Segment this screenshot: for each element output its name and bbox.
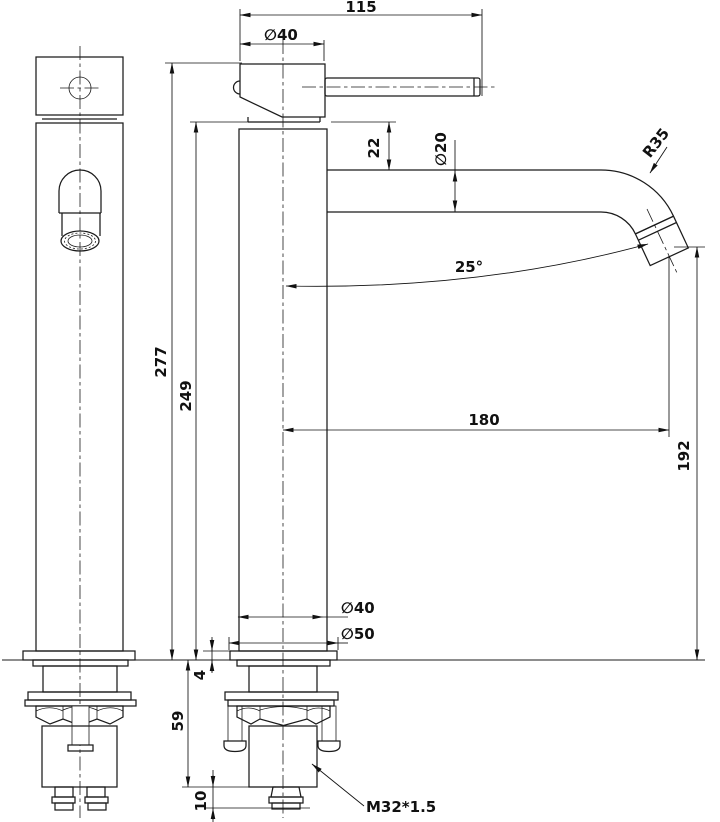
base-collar-side [236,659,331,667]
hex-nut-side [236,705,331,727]
dim-shank-length-label: 59 [169,711,187,732]
hose-connector-left [51,786,76,811]
spout-side [327,169,690,276]
base-assembly-front [22,650,137,811]
mounting-bolt-right [317,705,341,753]
dim-spout-drop-label: 22 [365,138,383,159]
washer-plate-1 [27,691,132,701]
dim-body-height-label: 249 [177,380,195,411]
dim-spout-diameter-label: ∅20 [432,132,450,166]
washer-plate-1-side [224,691,339,701]
dim-top-width-label: 115 [345,0,376,16]
base-flange-front [22,650,136,661]
hose-connector-side [268,786,304,810]
side-view [223,40,690,818]
base-flange-side [229,650,338,661]
dim-flange-thickness-label: 4 [191,670,209,680]
aerator-inner [67,234,93,248]
dim-spout-angle-label: 25° [455,258,483,276]
front-view [22,46,137,818]
washer-plate-2-side [227,699,335,707]
aerator-outer [60,230,100,252]
washer-plate-2 [24,699,137,707]
spout-front [58,169,102,252]
threaded-tube-front [41,725,118,788]
mounting-bolt-left [223,705,247,753]
dimension-annotations: 115 ∅40 22 ∅20 R35 25° 277 249 180 [152,0,705,822]
head-screw-boss [232,80,241,95]
base-collar-front [32,659,129,667]
outlet-aerator [634,215,690,267]
cartridge-head [239,63,326,118]
spout-outer-bend [600,169,675,217]
dim-body-diameter-label: ∅40 [341,599,375,617]
dim-thread-spec-label: M32*1.5 [366,798,436,816]
dim-flange-diameter-label: ∅50 [341,625,375,643]
outlet-axis [646,208,679,276]
base-assembly-side [223,650,341,810]
faucet-body-front [35,122,124,652]
handle-cap [35,56,124,116]
hose-connector-right [84,786,109,811]
stud-washer [67,744,94,752]
spout-inner-bend [600,211,636,235]
dim-tail-length-label: 10 [192,791,210,812]
aerator-knurl [64,232,96,250]
dim-outlet-height-label: 192 [675,440,693,471]
dim-spout-reach-label: 180 [468,411,499,429]
dim-overall-height-label: 277 [152,346,170,377]
dim-bend-radius-label: R35 [639,125,673,162]
dim-cap-diameter-label: ∅40 [264,26,298,44]
